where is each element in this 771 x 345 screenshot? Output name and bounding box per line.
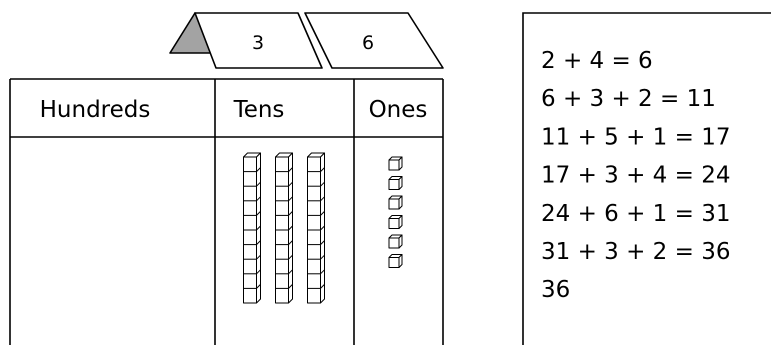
ones-unit-cube [388,254,403,268]
column-header-tens: Tens [233,97,285,123]
tent-card-ones-digit: 6 [362,32,374,54]
ones-unit-cube [388,234,403,249]
work-lines: 2 + 4 = 6 6 + 3 + 2 = 11 11 + 5 + 1 = 17 17… [541,48,730,303]
tens-rods [243,152,325,304]
tent-cards: 3 6 [169,12,444,69]
work-line: 17 + 3 + 4 = 24 [541,163,730,189]
work-line: 36 [541,277,570,303]
work-line: 2 + 4 = 6 [541,48,653,74]
tens-rod [243,152,261,304]
ones-unit-cube [388,215,403,229]
work-line: 11 + 5 + 1 = 17 [541,124,730,150]
tens-rod [307,152,325,304]
ones-unit-cube [388,195,403,210]
ones-unit-cube [388,176,403,190]
ones-unit-cube [388,156,403,171]
column-header-hundreds: Hundreds [40,97,151,123]
work-box-border [522,12,771,345]
tens-rod [275,152,293,304]
tent-card-ones [304,12,444,69]
work-line: 31 + 3 + 2 = 36 [541,239,730,265]
column-header-ones: Ones [369,97,428,123]
work-box: 2 + 4 = 6 6 + 3 + 2 = 11 11 + 5 + 1 = 17 17… [522,12,771,345]
work-line: 24 + 6 + 1 = 31 [541,201,730,227]
place-value-table [9,78,444,345]
tent-card-tens [194,12,323,69]
ones-units [388,156,403,268]
tent-card-tens-digit: 3 [252,32,264,54]
work-line: 6 + 3 + 2 = 11 [541,86,716,112]
